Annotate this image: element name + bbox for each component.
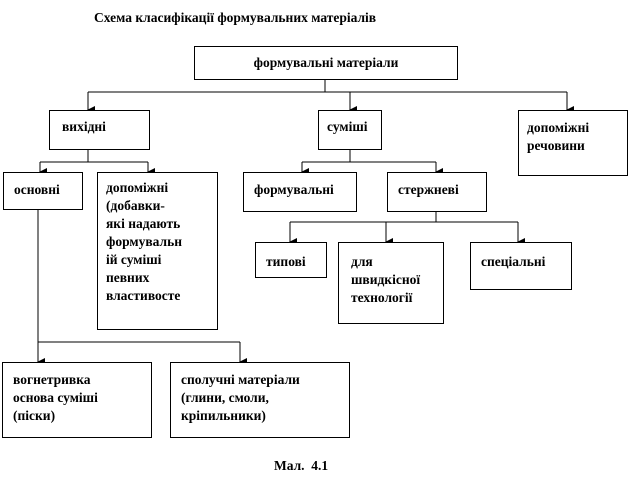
node-label: стержневі — [398, 182, 459, 197]
node-strzhnevi: стержневі — [387, 172, 487, 212]
node-sumishi: суміші — [318, 110, 382, 150]
figure-caption: Мал. 4.1 — [274, 458, 329, 473]
node-label: типові — [266, 254, 306, 269]
node-label: формувальні — [254, 182, 334, 197]
node-spoluchni-materialy: сполучні матеріали (глини, смоли, кріпил… — [170, 362, 350, 438]
node-label: сполучні матеріали (глини, смоли, кріпил… — [181, 372, 300, 423]
node-label: вихідні — [62, 119, 106, 134]
node-dopomizhni-rechovyny: допоміжні речовини — [518, 110, 628, 176]
node-label: вогнетривка основа суміші (піски) — [13, 372, 98, 423]
node-vohnetryvka-osnova: вогнетривка основа суміші (піски) — [2, 362, 152, 438]
node-label: основні — [14, 182, 60, 197]
node-label: для швидкісної технології — [351, 254, 421, 305]
node-typovi: типові — [255, 242, 327, 278]
node-spetsialni: спеціальні — [470, 242, 572, 290]
node-label: суміші — [327, 119, 368, 134]
node-vykhidni: вихідні — [49, 110, 150, 150]
node-formuvalni-materialy: формувальні матеріали — [194, 46, 458, 80]
node-label: формувальні матеріали — [253, 55, 399, 70]
node-shvydkisna-tekhnolohiya: для швидкісної технології — [338, 242, 444, 324]
node-formuvalni: формувальні — [243, 172, 357, 212]
diagram-title: Схема класифікації формувальних матеріал… — [94, 10, 377, 25]
node-label: допоміжні речовини — [527, 120, 590, 153]
node-label: спеціальні — [481, 254, 546, 269]
node-label: допоміжні (добавки- які надають формувал… — [106, 180, 182, 303]
node-dopomizhni-dobavky: допоміжні (добавки- які надають формувал… — [97, 172, 218, 330]
node-osnovni: основні — [3, 172, 83, 210]
